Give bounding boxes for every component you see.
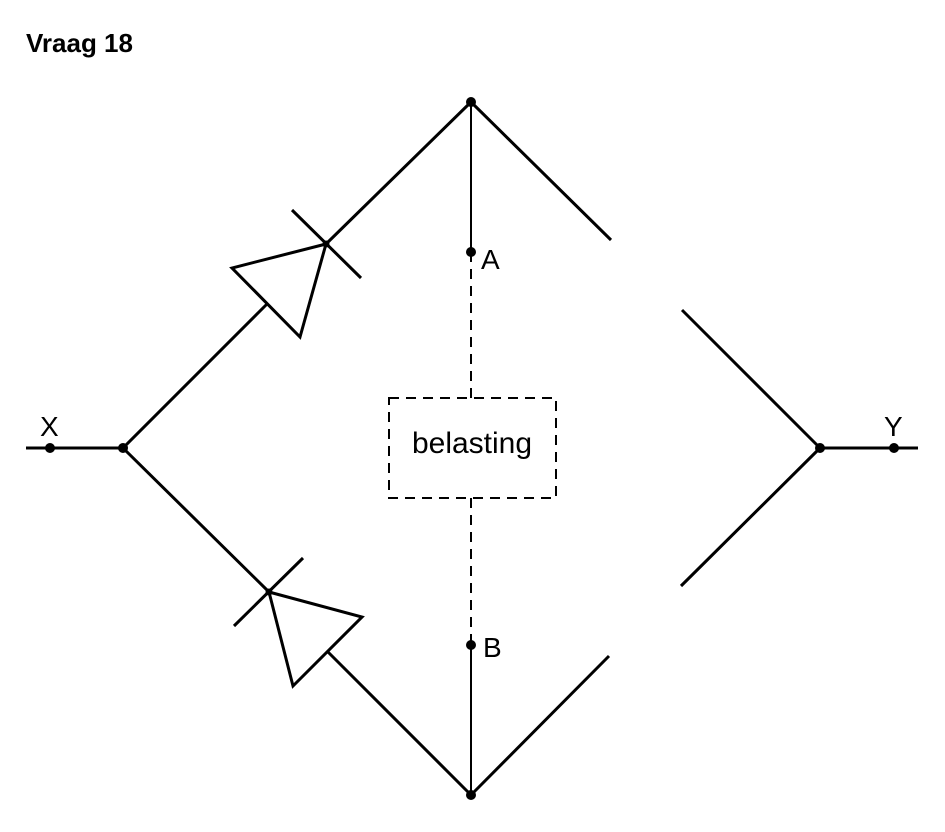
lower-right-wire bbox=[469, 654, 611, 797]
label-x: X bbox=[40, 411, 59, 442]
right-lower-wire bbox=[679, 446, 822, 588]
upper-left-wire-lower bbox=[121, 302, 269, 450]
load-box bbox=[388, 397, 557, 499]
right-upper-wire bbox=[680, 308, 822, 450]
label-b: B bbox=[483, 632, 502, 663]
upper-right-wire bbox=[469, 100, 613, 242]
lower-diode-junction-dot bbox=[265, 588, 273, 596]
label-y: Y bbox=[884, 411, 903, 442]
left-junction-dot bbox=[118, 443, 128, 453]
upper-left-wire-upper bbox=[324, 100, 473, 246]
bottom-junction-dot bbox=[466, 790, 476, 800]
terminal-y-dot bbox=[889, 443, 899, 453]
question-title: Vraag 18 bbox=[26, 28, 133, 58]
lower-left-wire-upper bbox=[121, 446, 271, 594]
load-label: belasting bbox=[412, 427, 532, 460]
terminal-x-dot bbox=[45, 443, 55, 453]
right-junction-dot bbox=[815, 443, 825, 453]
top-junction-dot bbox=[466, 97, 476, 107]
upper-diode-junction-dot bbox=[322, 240, 330, 248]
label-a: A bbox=[481, 244, 500, 275]
point-b-dot bbox=[466, 640, 476, 650]
lower-left-wire-lower bbox=[326, 650, 473, 797]
point-a-dot bbox=[466, 247, 476, 257]
